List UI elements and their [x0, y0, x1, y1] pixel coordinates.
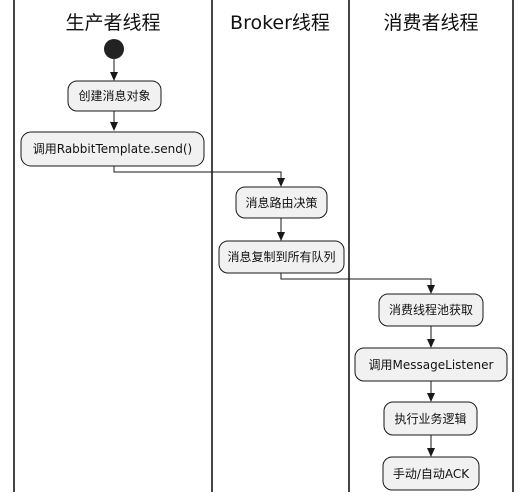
node-pool: 消费线程池获取 — [378, 293, 484, 327]
node-box — [354, 347, 508, 382]
node-create-msg: 创建消息对象 — [67, 80, 162, 112]
arrowhead-start-create — [110, 72, 118, 81]
node-label: 消息路由决策 — [245, 195, 317, 210]
node-route: 消息路由决策 — [235, 186, 328, 219]
node-label: 创建消息对象 — [78, 88, 150, 103]
node-box — [67, 80, 162, 112]
node-label: 执行业务逻辑 — [394, 411, 466, 426]
node-box — [382, 456, 480, 491]
arrowhead-listener-execute — [427, 393, 435, 402]
lane-title-consumer: 消费者线程 — [383, 12, 478, 34]
node-box — [218, 240, 345, 274]
node-execute: 执行业务逻辑 — [383, 401, 478, 436]
node-box — [20, 131, 205, 167]
arrowhead-create-send — [110, 122, 118, 131]
arrowhead-send-route — [277, 178, 285, 187]
edge-replicate-pool — [280, 273, 432, 287]
node-label: 消息复制到所有队列 — [227, 249, 335, 264]
arrowhead-replicate-pool — [427, 285, 435, 294]
node-ack: 手动/自动ACK — [382, 456, 480, 491]
node-box — [383, 401, 478, 436]
lane-title-broker: Broker线程 — [230, 12, 330, 34]
arrowhead-route-replicate — [277, 232, 285, 241]
arrowhead-pool-listener — [427, 339, 435, 348]
edges — [110, 59, 435, 457]
node-label: 手动/自动ACK — [393, 467, 470, 481]
node-box — [378, 293, 484, 327]
start-node — [104, 39, 124, 59]
node-box — [235, 186, 328, 219]
edge-send-route — [113, 166, 282, 180]
node-label: 消费线程池获取 — [389, 302, 473, 317]
arrowhead-execute-ack — [427, 448, 435, 457]
node-replicate: 消息复制到所有队列 — [218, 240, 345, 274]
lane-title-producer: 生产者线程 — [65, 12, 160, 34]
node-call-send: 调用RabbitTemplate.send() — [20, 131, 205, 167]
node-label: 调用MessageListener — [369, 358, 494, 372]
node-label: 调用RabbitTemplate.send() — [33, 142, 193, 156]
node-listener: 调用MessageListener — [354, 347, 508, 382]
